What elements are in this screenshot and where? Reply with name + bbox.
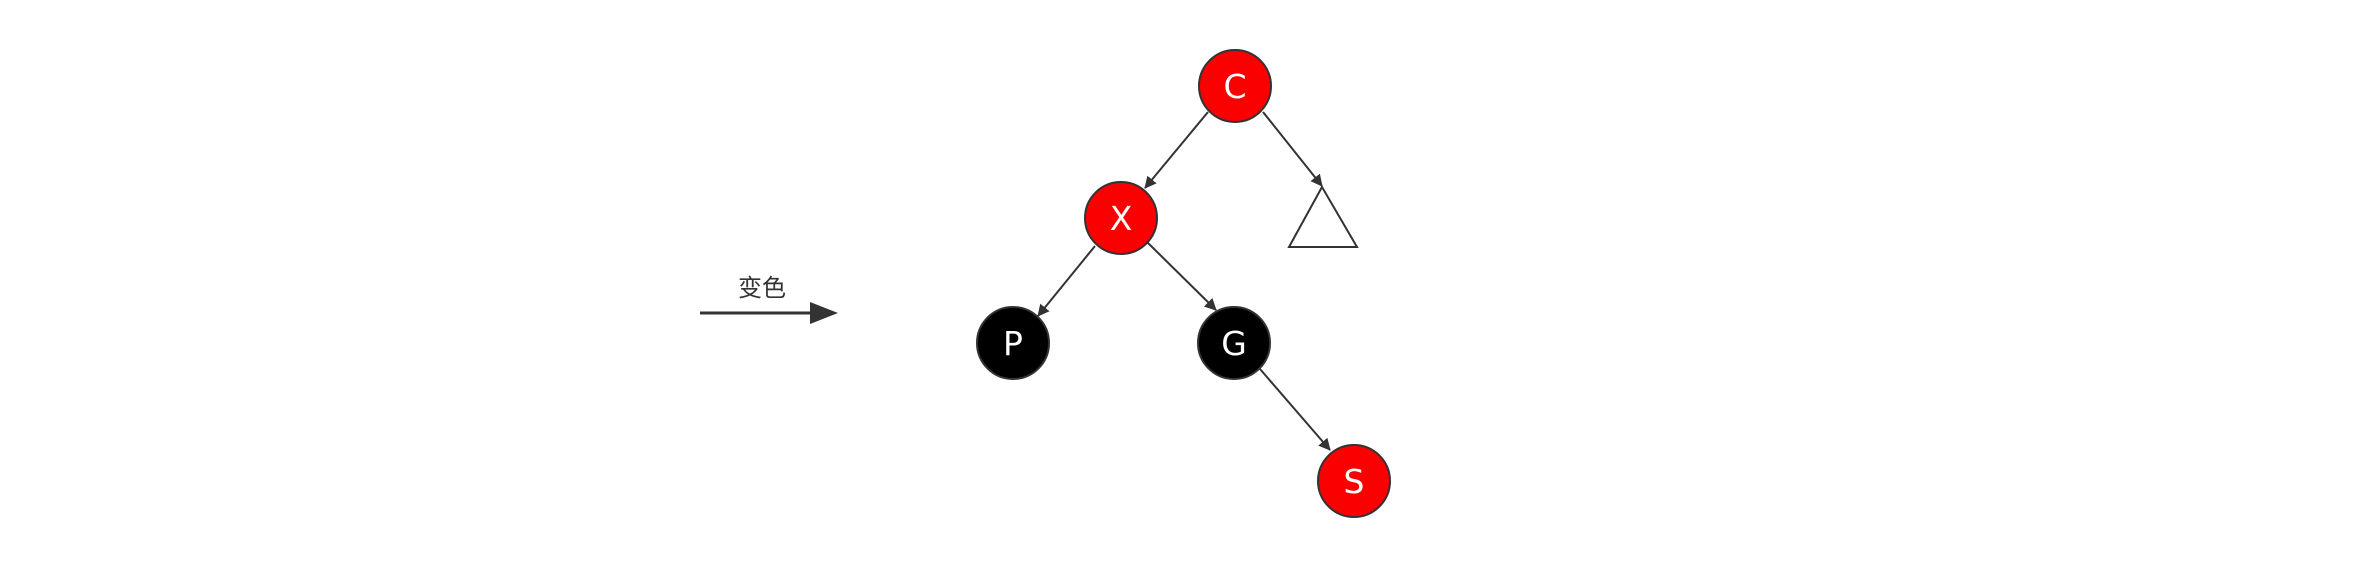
edge-x-g (1146, 241, 1217, 311)
tree-node-p: P (976, 306, 1050, 380)
transition-caption: 变色 (738, 274, 786, 302)
node-label: P (1003, 324, 1023, 363)
node-circle (1198, 49, 1272, 123)
node-circle (1197, 306, 1271, 380)
tree-edges (1037, 111, 1331, 451)
edge-g-s (1259, 368, 1331, 451)
tree-node-x: X (1084, 181, 1158, 255)
node-circle (1317, 444, 1391, 518)
edge-c-x (1144, 111, 1209, 189)
tree-node-c: C (1198, 49, 1272, 123)
transition-arrow-head (810, 302, 838, 324)
node-circle (1084, 181, 1158, 255)
edge-x-p (1037, 245, 1096, 317)
tree-node-s: S (1317, 444, 1391, 518)
tree-node-g: G (1197, 306, 1271, 380)
node-label: X (1110, 199, 1133, 238)
node-circle (976, 306, 1050, 380)
subtree-triangle (1287, 184, 1359, 248)
node-label: G (1221, 324, 1247, 363)
recolor-transition: 变色 (700, 274, 838, 324)
node-label: S (1344, 462, 1365, 501)
node-label: C (1223, 67, 1246, 106)
edge-c-subtree (1262, 111, 1323, 187)
